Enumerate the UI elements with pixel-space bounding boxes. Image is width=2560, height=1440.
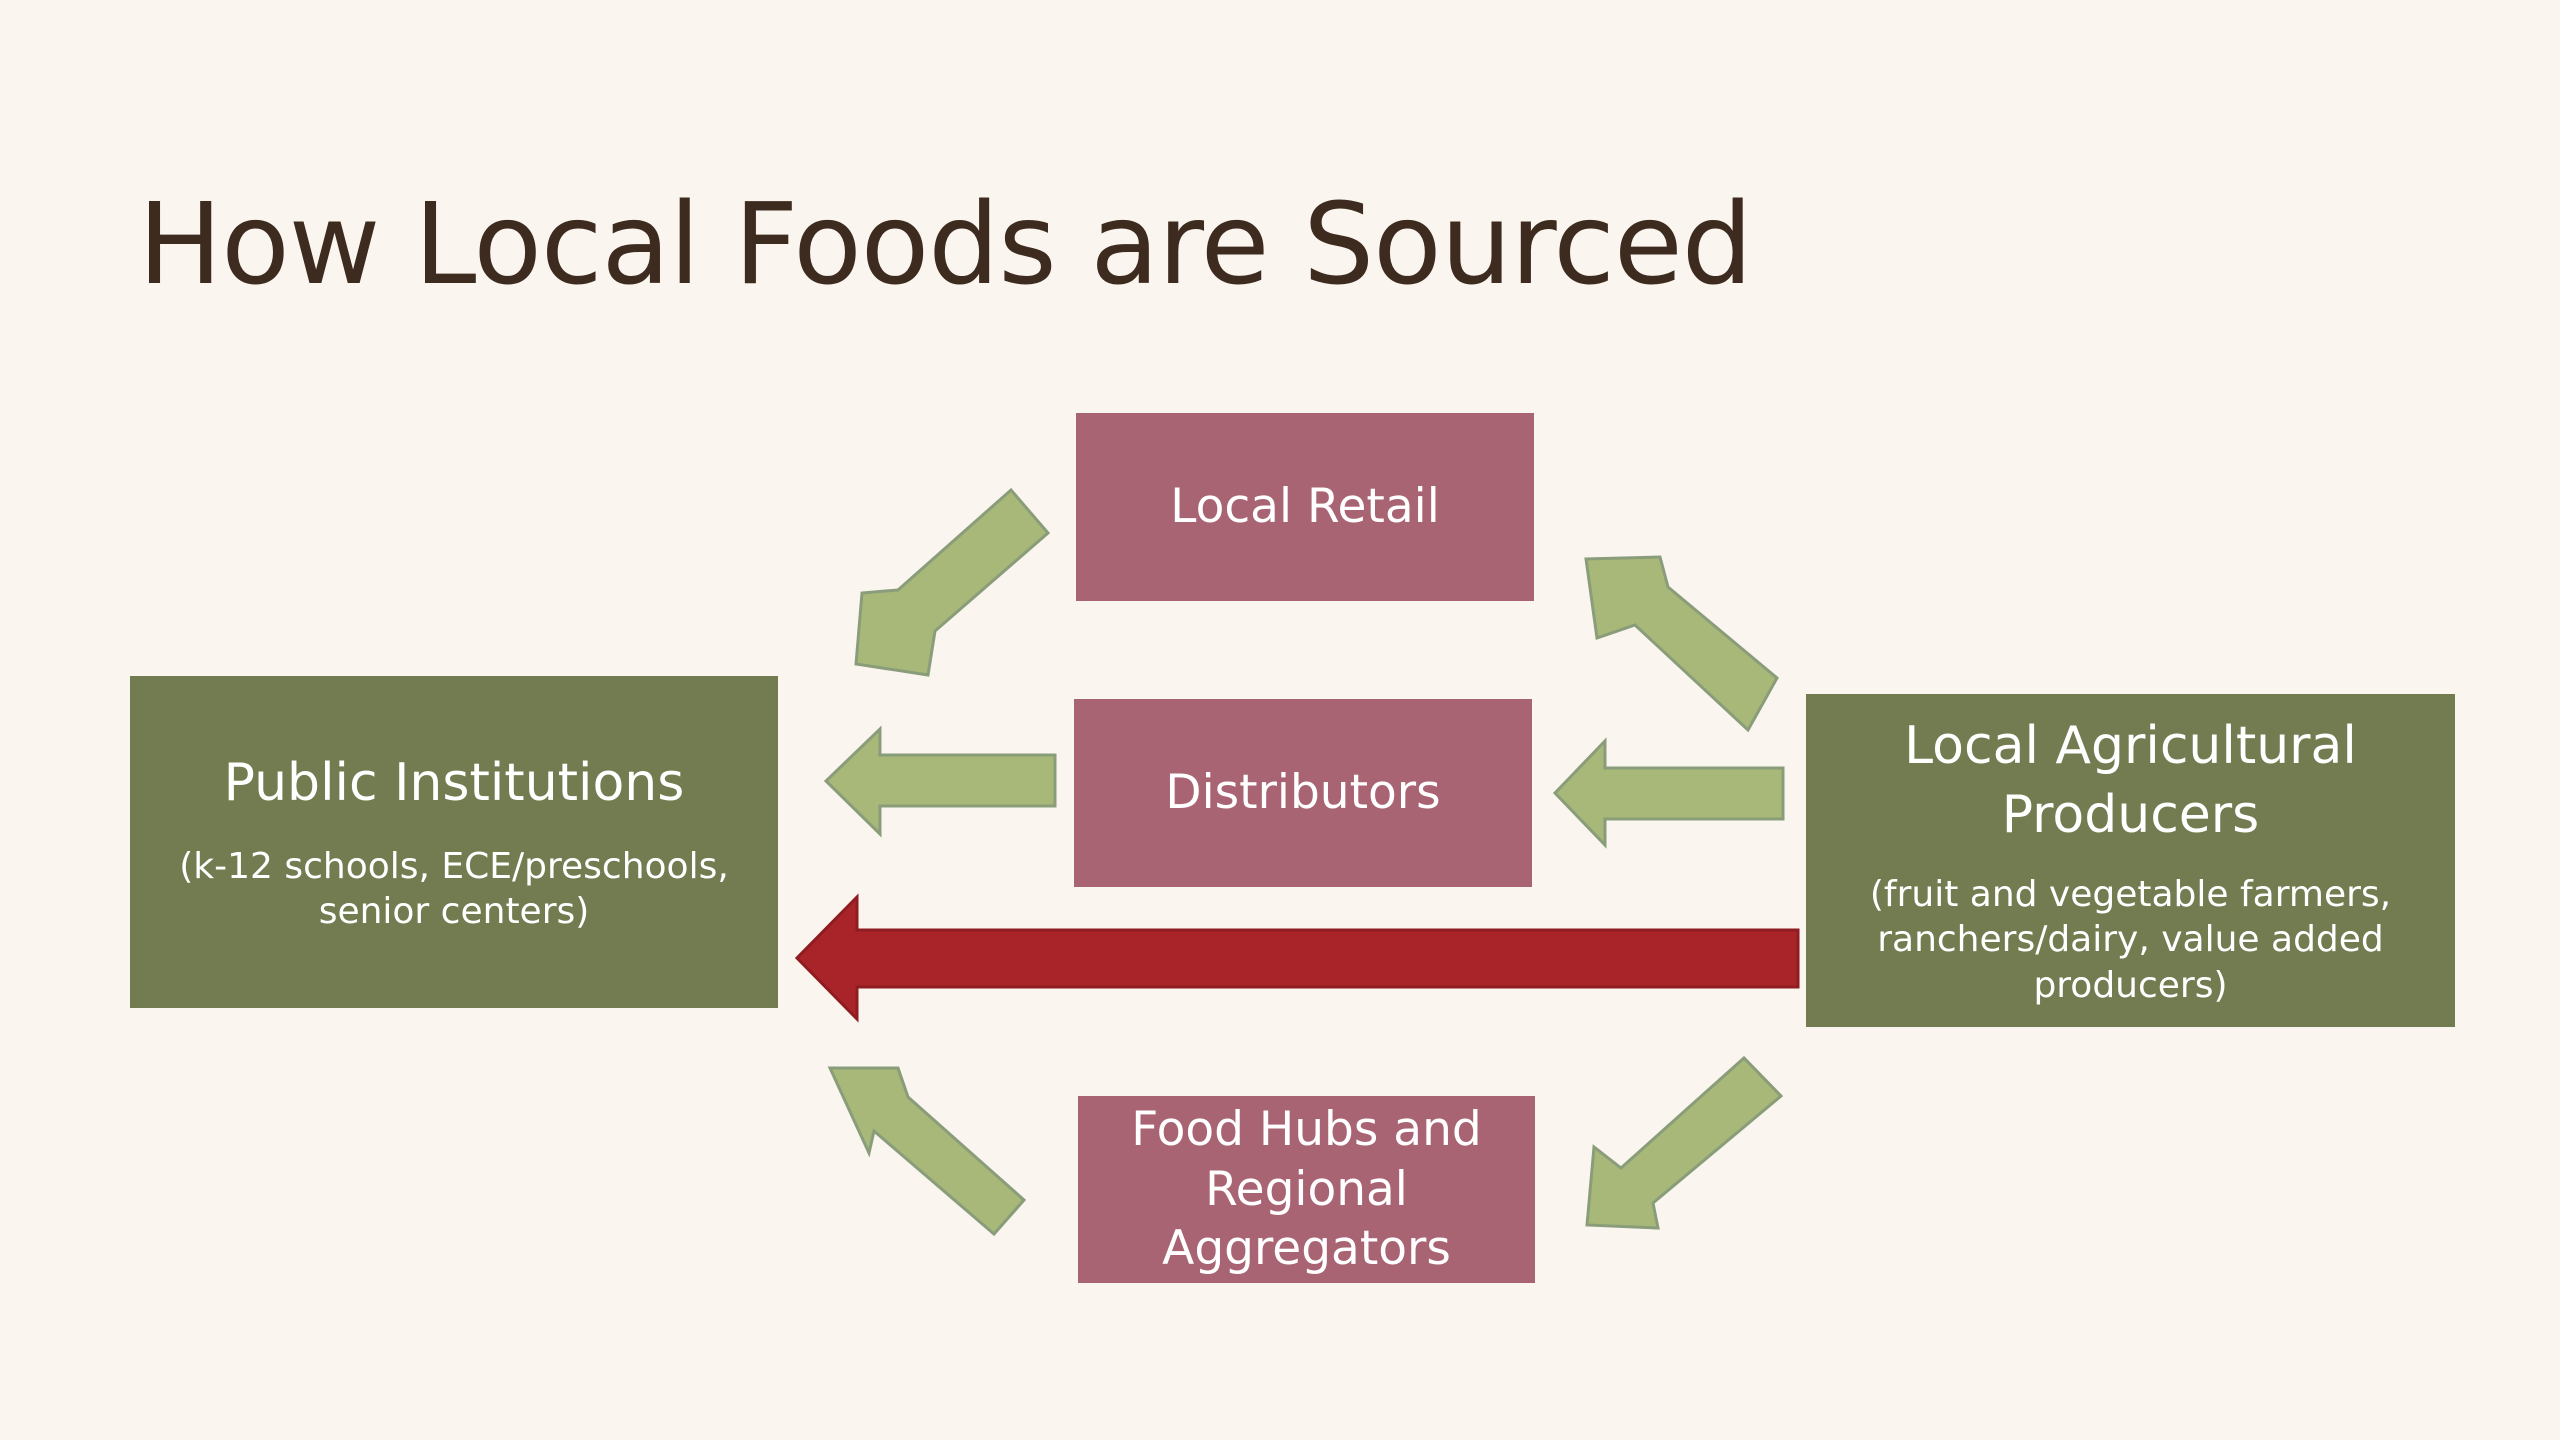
local-retail-label: Local Retail [1170, 479, 1440, 535]
public-institutions-subtitle: (k-12 schools, ECE/preschools, senior ce… [179, 844, 729, 935]
food-hubs-box: Food Hubs and Regional Aggregators [1078, 1096, 1535, 1283]
distributors-label: Distributors [1165, 765, 1441, 821]
arrow-producers-to-retail [1584, 555, 1779, 733]
arrow-distributors-to-institutions [823, 725, 1057, 838]
food-hubs-label-line: Aggregators [1162, 1221, 1451, 1277]
food-hubs-label-line: Food Hubs and [1131, 1101, 1482, 1157]
arrow-producers-to-distributors [1552, 737, 1785, 849]
food-hubs-label-line: Regional [1205, 1161, 1408, 1217]
slide-title: How Local Foods are Sourced [138, 180, 1753, 310]
distributors-box: Distributors [1074, 699, 1532, 887]
arrow-retail-to-institutions [854, 487, 1051, 677]
public-institutions-subtitle-line: (k-12 schools, ECE/preschools, [179, 845, 729, 887]
arrow-hubs-to-institutions [827, 1066, 1027, 1237]
producers-title-line: Local Agricultural [1904, 716, 2357, 777]
producers-subtitle: (fruit and vegetable farmers, ranchers/d… [1870, 872, 2391, 1009]
arrow-producers-to-hubs [1585, 1055, 1784, 1230]
food-hubs-label: Food Hubs and Regional Aggregators [1131, 1100, 1481, 1279]
public-institutions-subtitle-line: senior centers) [318, 891, 590, 933]
producers-subtitle-line: ranchers/dairy, value added [1877, 919, 2384, 961]
arrow-producers-to-institutions-direct [794, 893, 1800, 1023]
public-institutions-title: Public Institutions [223, 752, 685, 813]
producers-box: Local Agricultural Producers (fruit and … [1806, 694, 2455, 1027]
producers-subtitle-line: (fruit and vegetable farmers, [1869, 873, 2392, 915]
producers-title: Local Agricultural Producers [1904, 712, 2357, 849]
public-institutions-box: Public Institutions (k-12 schools, ECE/p… [130, 676, 778, 1008]
producers-subtitle-line: producers) [2033, 964, 2228, 1006]
local-retail-box: Local Retail [1076, 413, 1534, 601]
producers-title-line: Producers [2001, 784, 2260, 845]
